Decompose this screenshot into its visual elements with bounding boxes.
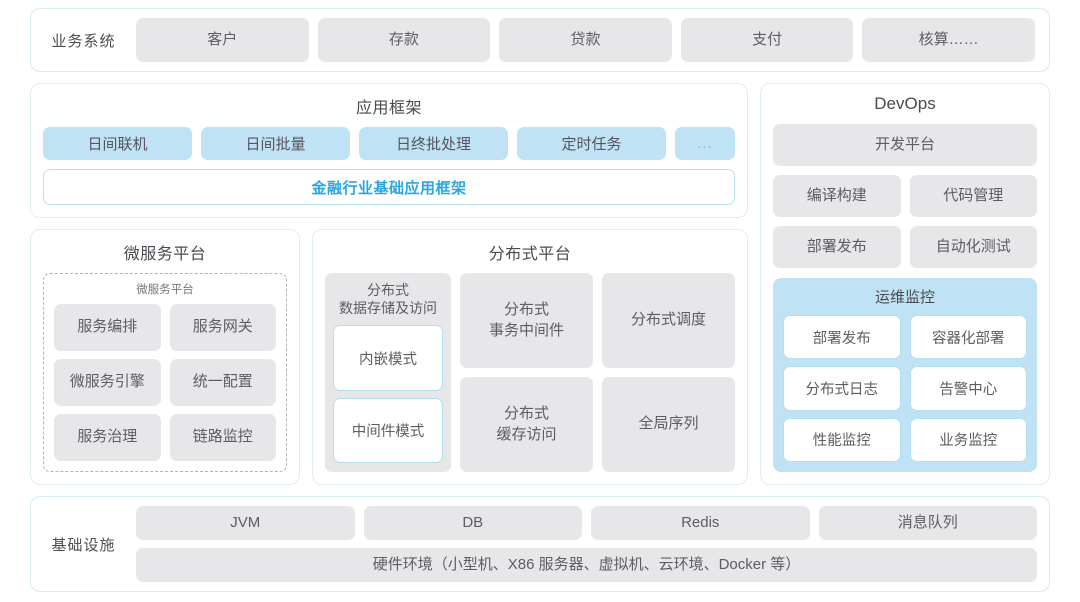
ms-chip-microservice-engine[interactable]: 微服务引擎 xyxy=(54,359,161,406)
ms-chip-service-governance[interactable]: 服务治理 xyxy=(54,414,161,461)
ops-cell-deploy-release[interactable]: 部署发布 xyxy=(783,315,901,360)
distributed-body: 分布式 数据存储及访问 内嵌模式 中间件模式 分布式 xyxy=(325,273,735,472)
infra-chip-redis[interactable]: Redis xyxy=(591,506,810,540)
devops-chip-dev-platform[interactable]: 开发平台 xyxy=(773,124,1037,166)
app-tag-more[interactable]: ... xyxy=(675,127,735,160)
ms-chip-link-monitoring[interactable]: 链路监控 xyxy=(169,414,276,461)
infrastructure-band: 基础设施 JVM DB Redis 消息队列 硬件环境（小型机、X86 服务器、… xyxy=(30,496,1050,592)
ops-cell-distributed-log[interactable]: 分布式日志 xyxy=(783,366,901,411)
business-chip-deposit[interactable]: 存款 xyxy=(317,18,491,62)
ms-chip-service-gateway[interactable]: 服务网关 xyxy=(169,304,276,351)
devops-title: DevOps xyxy=(874,94,936,113)
application-framework-title: 应用框架 xyxy=(355,100,422,117)
infra-chip-jvm[interactable]: JVM xyxy=(136,506,355,540)
business-systems-label: 业务系统 xyxy=(51,32,116,50)
microservice-grid: 服务编排 服务网关 微服务引擎 统一配置 服务治理 链路监控 xyxy=(54,304,276,461)
distributed-platform-title: 分布式平台 xyxy=(488,246,572,263)
microservice-platform-title: 微服务平台 xyxy=(123,246,207,263)
devops-grid: 编译构建 代码管理 部署发布 自动化测试 xyxy=(773,175,1037,268)
business-chip-payment[interactable]: 支付 xyxy=(680,18,854,62)
ops-cell-performance-monitoring[interactable]: 性能监控 xyxy=(783,417,901,462)
distributed-grid: 分布式 事务中间件 分布式调度 分布式 缓存访问 xyxy=(460,273,735,472)
distributed-platform-panel: 分布式平台 分布式 数据存储及访问 内嵌模式 中间件模式 xyxy=(312,229,748,485)
devops-chip-compile-build[interactable]: 编译构建 xyxy=(773,175,901,217)
business-chip-accounting[interactable]: 核算…… xyxy=(862,18,1035,62)
infrastructure-content: JVM DB Redis 消息队列 硬件环境（小型机、X86 服务器、虚拟机、云… xyxy=(136,506,1037,582)
app-tag-scheduled-task[interactable]: 定时任务 xyxy=(517,127,666,160)
business-chip-customer[interactable]: 客户 xyxy=(136,18,309,62)
devops-chip-automated-testing[interactable]: 自动化测试 xyxy=(909,226,1037,268)
middle-section: 应用框架 日间联机 日间批量 日终批处理 定时任务 ... 金融行业基础应用框架… xyxy=(30,83,1050,485)
business-systems-band: 业务系统 客户 存款 贷款 支付 核算…… xyxy=(30,8,1050,72)
dist-chip-transaction-middleware[interactable]: 分布式 事务中间件 xyxy=(460,273,593,368)
dist-mode-middleware[interactable]: 中间件模式 xyxy=(333,397,443,463)
microservice-dashed-box: 微服务平台 服务编排 服务网关 微服务引擎 统一配置 服务治理 链路监控 xyxy=(43,273,287,472)
middle-left-column: 应用框架 日间联机 日间批量 日终批处理 定时任务 ... 金融行业基础应用框架… xyxy=(30,83,748,485)
infra-chip-db[interactable]: DB xyxy=(363,506,582,540)
ops-cell-containerized-deploy[interactable]: 容器化部署 xyxy=(909,315,1027,360)
devops-panel: DevOps 开发平台 编译构建 代码管理 部署发布 自动化测试 运维监控 部署… xyxy=(760,83,1050,485)
distributed-left-column: 分布式 数据存储及访问 内嵌模式 中间件模式 xyxy=(325,273,451,472)
infra-chip-message-queue[interactable]: 消息队列 xyxy=(818,506,1037,540)
microservice-platform-panel: 微服务平台 微服务平台 服务编排 服务网关 微服务引擎 统一配置 服务治理 链路… xyxy=(30,229,300,485)
microservice-inner-title: 微服务平台 xyxy=(136,284,194,296)
devops-chip-code-management[interactable]: 代码管理 xyxy=(909,175,1037,217)
application-framework-panel: 应用框架 日间联机 日间批量 日终批处理 定时任务 ... 金融行业基础应用框架 xyxy=(30,83,748,218)
finance-base-framework-bar[interactable]: 金融行业基础应用框架 xyxy=(43,169,735,205)
platform-row: 微服务平台 微服务平台 服务编排 服务网关 微服务引擎 统一配置 服务治理 链路… xyxy=(30,229,748,485)
infrastructure-bottom-row: 硬件环境（小型机、X86 服务器、虚拟机、云环境、Docker 等） xyxy=(136,548,1037,582)
infra-chip-hardware-environment[interactable]: 硬件环境（小型机、X86 服务器、虚拟机、云环境、Docker 等） xyxy=(136,548,1037,582)
dist-storage-line2: 数据存储及访问 xyxy=(339,300,437,317)
ms-chip-service-orchestration[interactable]: 服务编排 xyxy=(54,304,161,351)
infrastructure-label: 基础设施 xyxy=(51,536,116,554)
dist-tx-line2: 事务中间件 xyxy=(488,321,564,339)
dist-chip-cache-access[interactable]: 分布式 缓存访问 xyxy=(460,377,593,472)
ops-monitoring-title: 运维监控 xyxy=(874,289,935,306)
application-framework-tags: 日间联机 日间批量 日终批处理 定时任务 ... xyxy=(43,127,735,160)
dist-cache-line2: 缓存访问 xyxy=(496,425,557,443)
ops-cell-business-monitoring[interactable]: 业务监控 xyxy=(909,417,1027,462)
dist-cache-line1: 分布式 xyxy=(503,405,549,423)
dist-storage-line1: 分布式 xyxy=(367,282,409,298)
dist-mode-embedded[interactable]: 内嵌模式 xyxy=(333,325,443,391)
app-tag-daytime-online[interactable]: 日间联机 xyxy=(43,127,192,160)
business-systems-row: 客户 存款 贷款 支付 核算…… xyxy=(136,18,1037,62)
distributed-data-storage-title: 分布式 数据存储及访问 xyxy=(333,281,443,317)
infrastructure-top-row: JVM DB Redis 消息队列 xyxy=(136,506,1037,540)
ops-cell-alert-center[interactable]: 告警中心 xyxy=(909,366,1027,411)
devops-column: DevOps 开发平台 编译构建 代码管理 部署发布 自动化测试 运维监控 部署… xyxy=(760,83,1050,485)
dist-tx-line1: 分布式 xyxy=(503,301,549,319)
ops-monitoring-box: 运维监控 部署发布 容器化部署 分布式日志 告警中心 性能监控 业务监控 xyxy=(773,278,1037,472)
dist-chip-scheduling[interactable]: 分布式调度 xyxy=(602,273,735,368)
dist-chip-global-sequence[interactable]: 全局序列 xyxy=(602,377,735,472)
devops-chip-deploy-release[interactable]: 部署发布 xyxy=(773,226,901,268)
app-tag-eod-batch[interactable]: 日终批处理 xyxy=(359,127,508,160)
app-tag-daytime-batch[interactable]: 日间批量 xyxy=(201,127,350,160)
ops-monitoring-grid: 部署发布 容器化部署 分布式日志 告警中心 性能监控 业务监控 xyxy=(783,315,1027,462)
business-chip-loan[interactable]: 贷款 xyxy=(499,18,672,62)
distributed-data-storage-card[interactable]: 分布式 数据存储及访问 内嵌模式 中间件模式 xyxy=(325,273,451,472)
ms-chip-unified-config[interactable]: 统一配置 xyxy=(169,359,276,406)
